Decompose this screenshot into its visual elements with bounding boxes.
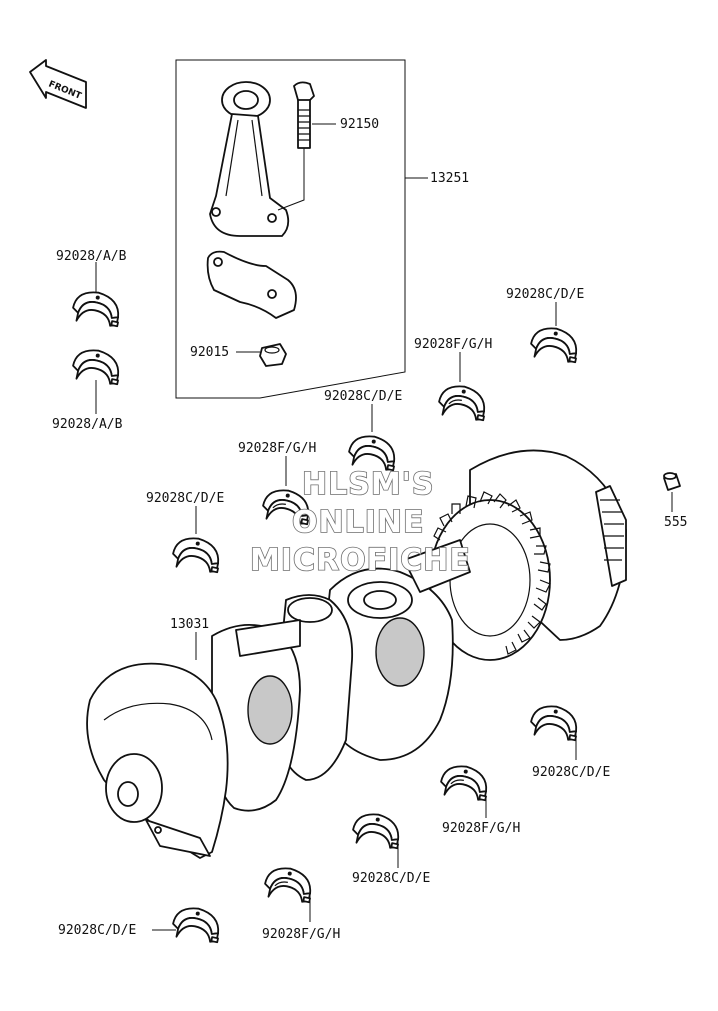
bearing-92028cde-upper-right [527, 302, 583, 367]
bearing-92028cde-lower-right [527, 701, 583, 760]
bearing-92028cde-lower-left [152, 903, 225, 947]
connecting-rod-part [209, 81, 290, 237]
rod-cap-part [206, 250, 297, 319]
watermark-line-2: ONLINE [292, 505, 425, 540]
pin-555-part [663, 472, 681, 512]
label-92028cde-upper-right: 92028C/D/E [506, 287, 584, 302]
bearing-92028ab-upper [69, 262, 125, 331]
rod-nut-part [236, 343, 287, 367]
bearing-92028cde-lower-middle [349, 809, 405, 868]
label-92028fgh-lower-right: 92028F/G/H [442, 821, 520, 836]
label-92028ab-top: 92028/A/B [56, 249, 127, 264]
bearing-92028cde-left [169, 506, 225, 577]
label-92028fgh-lower-left: 92028F/G/H [262, 927, 340, 942]
label-92028cde-lower-middle: 92028C/D/E [352, 871, 430, 886]
label-92015: 92015 [190, 345, 229, 360]
label-92028fgh-middle: 92028F/G/H [238, 441, 316, 456]
label-13031: 13031 [170, 617, 209, 632]
label-92028cde-lower-left: 92028C/D/E [58, 923, 136, 938]
label-92028cde-left: 92028C/D/E [146, 491, 224, 506]
bearing-92028fgh-upper [435, 352, 491, 425]
label-92150: 92150 [340, 117, 379, 132]
label-92028ab-bottom: 92028/A/B [52, 417, 123, 432]
watermark-line-1: HLSM'S [302, 467, 434, 502]
label-13251: 13251 [430, 171, 469, 186]
bearing-92028ab-lower [69, 345, 125, 414]
connecting-rod-group-box [175, 59, 428, 399]
bearing-92028fgh-middle [259, 456, 315, 529]
front-arrow-icon: FRONT [29, 59, 87, 109]
label-92028fgh-upper: 92028F/G/H [414, 337, 492, 352]
bearing-92028fgh-lower-left [261, 863, 317, 922]
watermark-line-3: MICROFICHE [250, 543, 471, 578]
crankshaft-part [86, 449, 627, 859]
rod-bolt-part [277, 81, 336, 211]
watermark: HLSM'S ONLINE MICROFICHE [249, 466, 471, 579]
label-92028cde-lower-right: 92028C/D/E [532, 765, 610, 780]
label-92028cde-middle: 92028C/D/E [324, 389, 402, 404]
label-555: 555 [664, 515, 687, 530]
bearing-92028fgh-lower-right [437, 761, 493, 818]
bearing-92028cde-middle [345, 404, 401, 475]
